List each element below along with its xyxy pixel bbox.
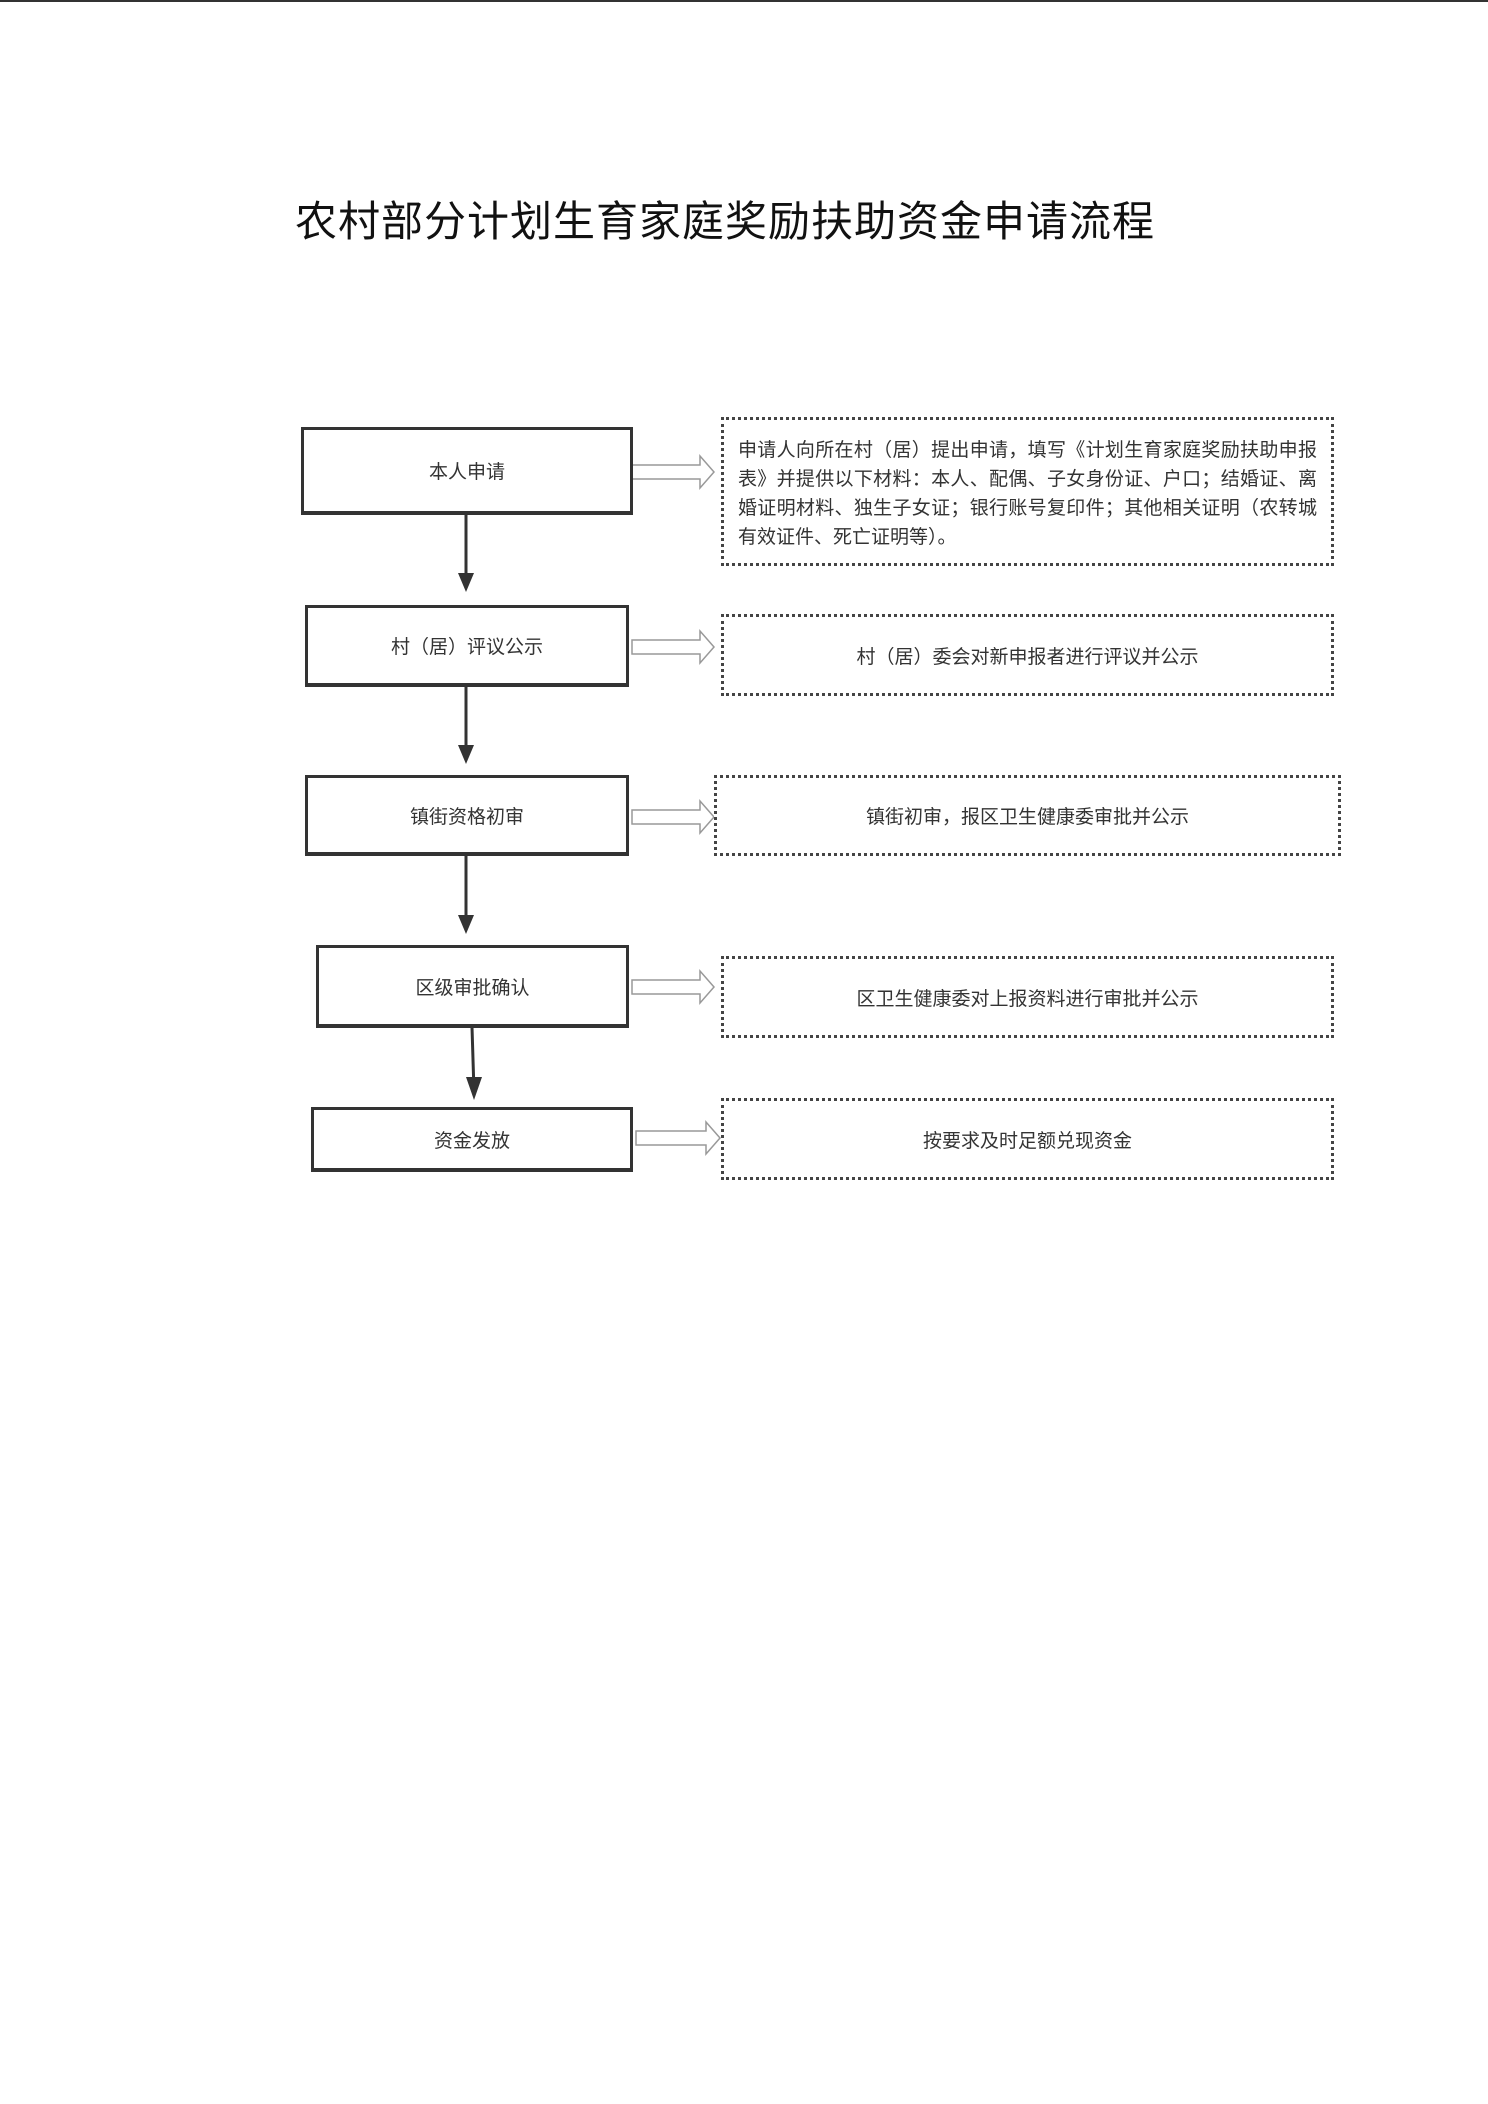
hollow-arrow-2 xyxy=(631,629,715,665)
arrowhead-2 xyxy=(458,745,474,764)
step-town-preliminary-review: 镇街资格初审 xyxy=(305,775,629,856)
page-title: 农村部分计划生育家庭奖励扶助资金申请流程 xyxy=(295,197,1156,246)
hollow-arrow-3 xyxy=(631,799,715,835)
note-village-review: 村（居）委会对新申报者进行评议并公示 xyxy=(721,614,1334,696)
page-top-border xyxy=(0,0,1488,2)
hollow-arrow-4 xyxy=(631,969,715,1005)
note-fund-disbursement: 按要求及时足额兑现资金 xyxy=(721,1098,1334,1180)
step-fund-disbursement: 资金发放 xyxy=(311,1107,633,1172)
flow-arrows xyxy=(458,454,721,1156)
hollow-arrow-5 xyxy=(635,1120,721,1156)
step-village-review: 村（居）评议公示 xyxy=(305,605,629,687)
hollow-arrow-1 xyxy=(631,454,715,490)
note-district-approval: 区卫生健康委对上报资料进行审批并公示 xyxy=(721,956,1334,1038)
arrowhead-4 xyxy=(466,1077,482,1100)
note-town-preliminary-review: 镇街初审，报区卫生健康委审批并公示 xyxy=(714,775,1341,856)
arrowhead-1 xyxy=(458,573,474,592)
note-apply: 申请人向所在村（居）提出申请，填写《计划生育家庭奖励扶助申报表》并提供以下材料：… xyxy=(721,417,1334,566)
step-apply: 本人申请 xyxy=(301,427,633,515)
arrowhead-3 xyxy=(458,915,474,934)
step-district-approval: 区级审批确认 xyxy=(316,945,629,1028)
